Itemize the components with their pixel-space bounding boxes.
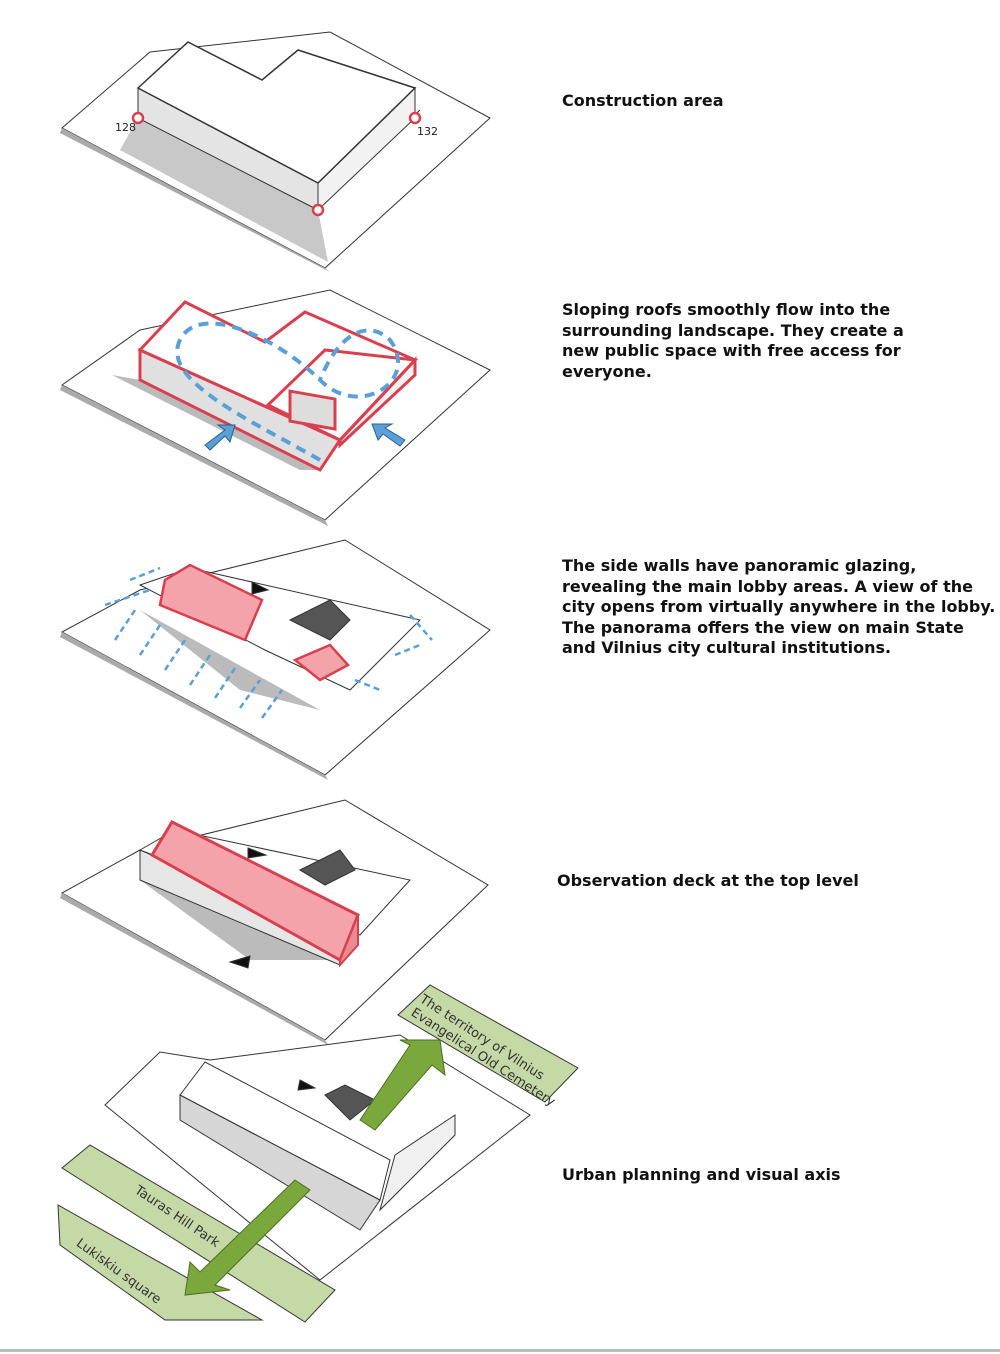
height-marker-icon: [408, 111, 422, 125]
view-marker-icon: [228, 955, 251, 969]
height-label-128: 128: [115, 121, 136, 134]
step2-diagram: [60, 289, 491, 526]
axis-arrow-icon: [359, 1039, 446, 1131]
bottom-divider: [0, 1349, 1000, 1352]
height-marker-icon: [311, 203, 325, 217]
step5-diagram: [57, 984, 579, 1323]
view-marker-icon: [247, 847, 268, 859]
caption-sloping-roofs: Sloping roofs smoothly flow into the sur…: [562, 300, 904, 381]
view-marker-icon: [297, 1079, 317, 1091]
height-marker-icon: [131, 111, 145, 125]
caption-construction-area: Construction area: [562, 91, 724, 110]
step3-diagram: [60, 539, 491, 780]
cemetery-zone: [397, 984, 579, 1103]
caption-observation-deck: Observation deck at the top level: [557, 871, 859, 890]
view-marker-icon: [251, 581, 270, 595]
caption-panoramic-glazing: The side walls have panoramic glazing, r…: [562, 556, 996, 657]
caption-urban-planning: Urban planning and visual axis: [562, 1165, 841, 1184]
step4-diagram: [60, 799, 489, 1045]
height-label-132: 132: [417, 125, 438, 138]
axis-arrow-icon: [184, 1179, 311, 1296]
entry-arrow-icon: [371, 423, 406, 447]
step1-building: [120, 41, 422, 262]
entry-arrow-icon: [204, 424, 236, 451]
